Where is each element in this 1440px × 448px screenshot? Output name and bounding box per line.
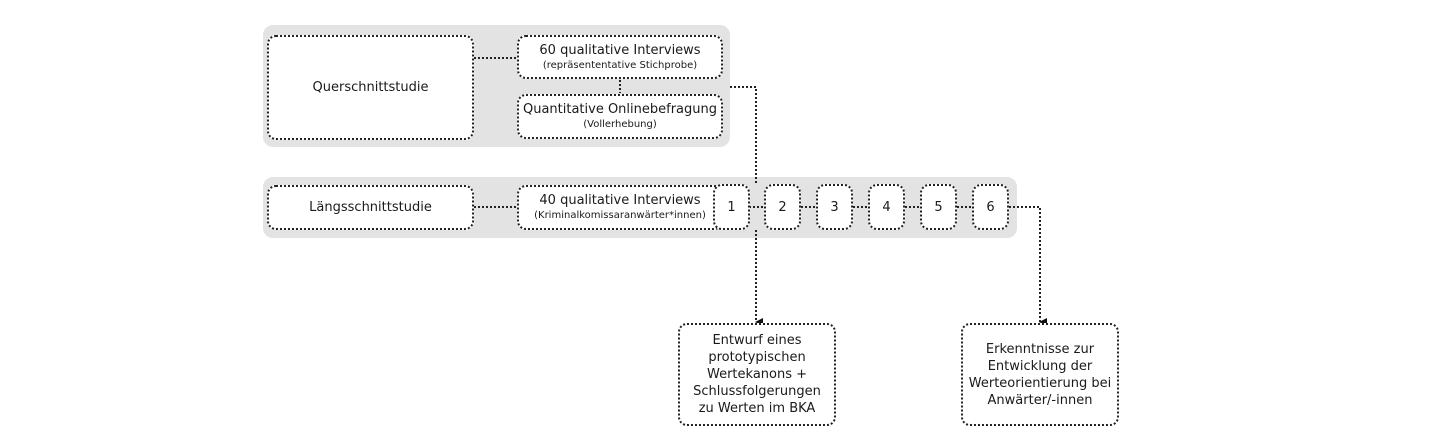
- draft-line-2: prototypischen: [708, 350, 806, 365]
- longitudinal-interviews-subtitle: (Kriminalkomissaranwärter*innen): [534, 210, 706, 221]
- longitudinal-interviews-box: 40 qualitative Interviews (Kriminalkomis…: [517, 185, 723, 230]
- wave-label-4: 4: [882, 199, 891, 215]
- wave-box-1: 1: [713, 184, 750, 230]
- connector-cross-section-to-wave-1: [730, 86, 757, 184]
- cross-section-interviews-title: 60 qualitative Interviews: [539, 42, 701, 58]
- longitudinal-interviews-title: 40 qualitative Interviews: [539, 193, 701, 208]
- wave-box-3: 3: [816, 184, 853, 230]
- wave-label-1: 1: [727, 199, 736, 215]
- wave-label-6: 6: [986, 199, 995, 215]
- wave-label-3: 3: [830, 199, 839, 215]
- draft-line-4: Schlussfolgerungen: [693, 384, 821, 399]
- insights-box: Erkenntnisse zur Entwicklung der Werteor…: [961, 323, 1119, 426]
- wave-label-5: 5: [934, 199, 943, 215]
- online-survey-title: Quantitative Onlinebefragung: [522, 102, 718, 117]
- draft-line-5: zu Werten im BKA: [698, 401, 816, 416]
- cross-section-interviews-subtitle: (repräsententative Stichprobe): [542, 59, 698, 71]
- longitudinal-study-label: Längsschnittstudie: [309, 200, 432, 215]
- wave-label-2: 2: [778, 199, 787, 215]
- wave-box-6: 6: [972, 184, 1009, 230]
- longitudinal-study-box: Längsschnittstudie: [267, 185, 474, 230]
- wave-box-5: 5: [920, 184, 957, 230]
- online-survey-subtitle: (Vollerhebung): [583, 119, 657, 130]
- cross-section-interviews-box: 60 qualitative Interviews (repräsententa…: [517, 35, 723, 79]
- cross-section-study-label: Querschnittstudie: [312, 80, 429, 95]
- draft-line-3: Wertekanons +: [706, 367, 808, 382]
- insights-line-1: Erkenntnisse zur: [985, 341, 1095, 357]
- insights-line-3: Werteorientierung bei: [968, 375, 1112, 391]
- wave-box-2: 2: [764, 184, 801, 230]
- draft-value-canon-box: Entwurf eines prototypischen Wertekanons…: [678, 323, 836, 426]
- online-survey-box: Quantitative Onlinebefragung (Vollerhebu…: [517, 94, 723, 139]
- insights-line-4: Anwärter/-innen: [987, 392, 1093, 408]
- insights-line-2: Entwicklung der: [987, 358, 1093, 374]
- draft-line-1: Entwurf eines: [712, 333, 802, 348]
- cross-section-study-box: Querschnittstudie: [267, 35, 474, 140]
- arrow-to-insights: [1009, 206, 1047, 326]
- wave-box-4: 4: [868, 184, 905, 230]
